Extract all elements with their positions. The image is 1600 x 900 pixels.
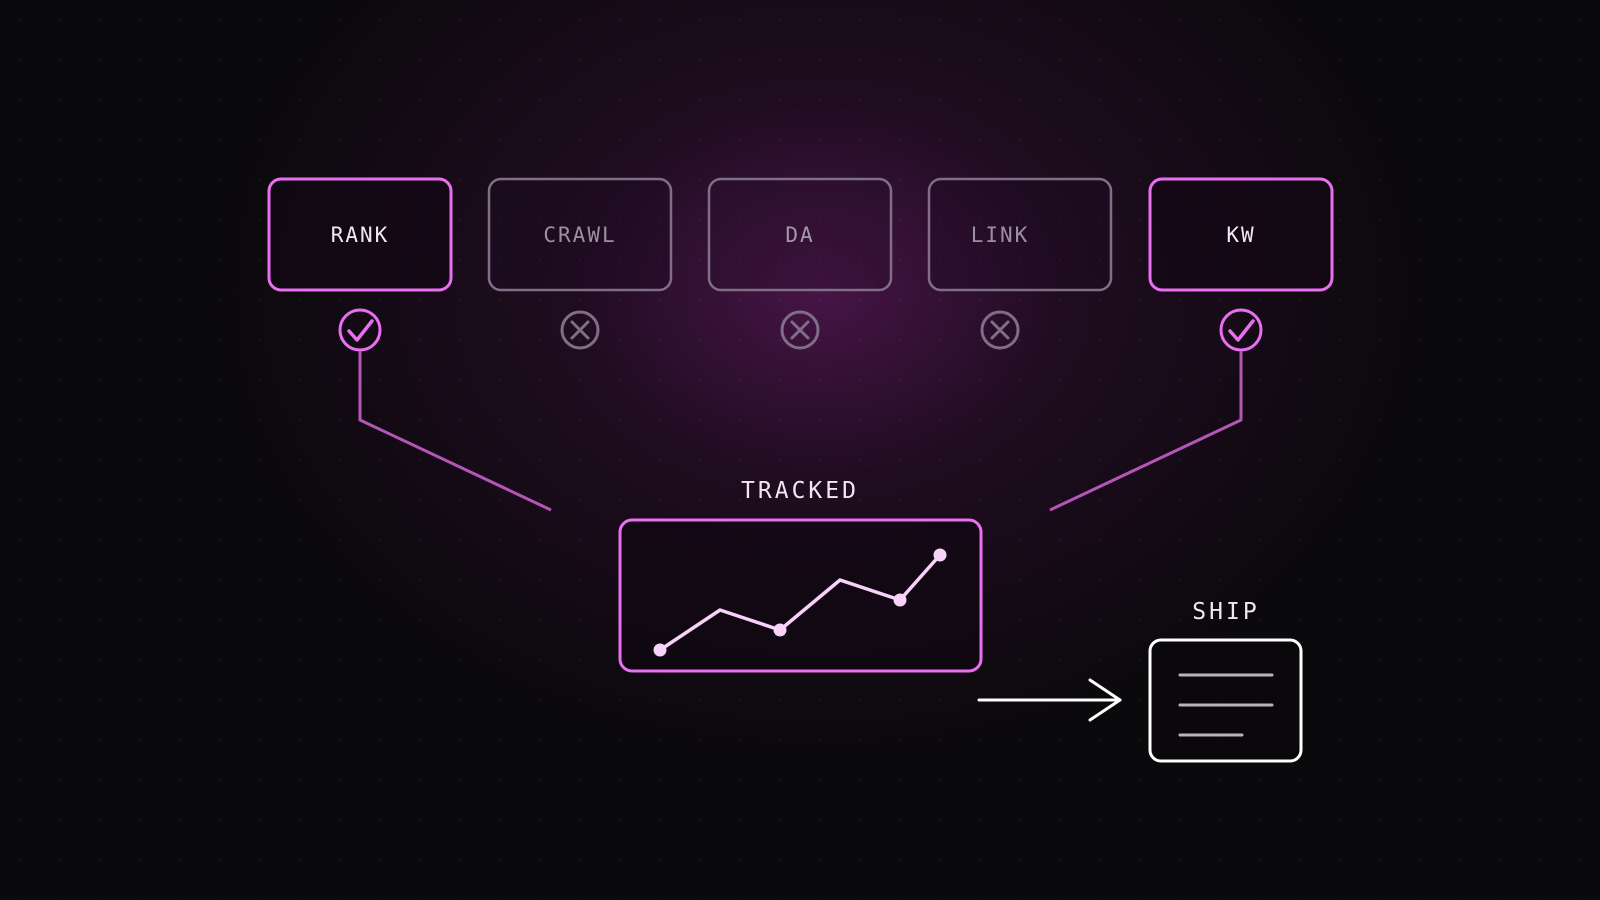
document-lines-icon [1148, 638, 1303, 763]
source-box [487, 177, 673, 292]
source-label: KW [1226, 223, 1255, 247]
tracked-chart-box [618, 518, 983, 673]
source-label: LINK [971, 223, 1030, 247]
x-circle-icon [780, 310, 820, 350]
source-rank: RANK [267, 177, 453, 292]
source-box [927, 177, 1113, 292]
source-label: RANK [331, 223, 390, 247]
ship-label: SHIP [1192, 599, 1259, 625]
source-label: CRAWL [543, 223, 616, 247]
source-da: DA [707, 177, 893, 292]
check-circle-icon [338, 308, 382, 352]
source-box [707, 177, 893, 292]
x-circle-icon [980, 310, 1020, 350]
source-box [1148, 177, 1334, 292]
tracked-label: TRACKED [741, 478, 859, 504]
connector-kw-to-tracked [1049, 351, 1243, 512]
check-circle-icon [1219, 308, 1263, 352]
arrow-right-icon [977, 678, 1122, 722]
source-crawl: CRAWL [487, 177, 673, 292]
source-box [267, 177, 453, 292]
source-kw: KW [1148, 177, 1334, 292]
source-label: DA [785, 223, 814, 247]
connector-rank-to-tracked [358, 351, 552, 512]
x-circle-icon [560, 310, 600, 350]
source-link: LINK [927, 177, 1113, 292]
line-chart-icon [653, 548, 947, 657]
